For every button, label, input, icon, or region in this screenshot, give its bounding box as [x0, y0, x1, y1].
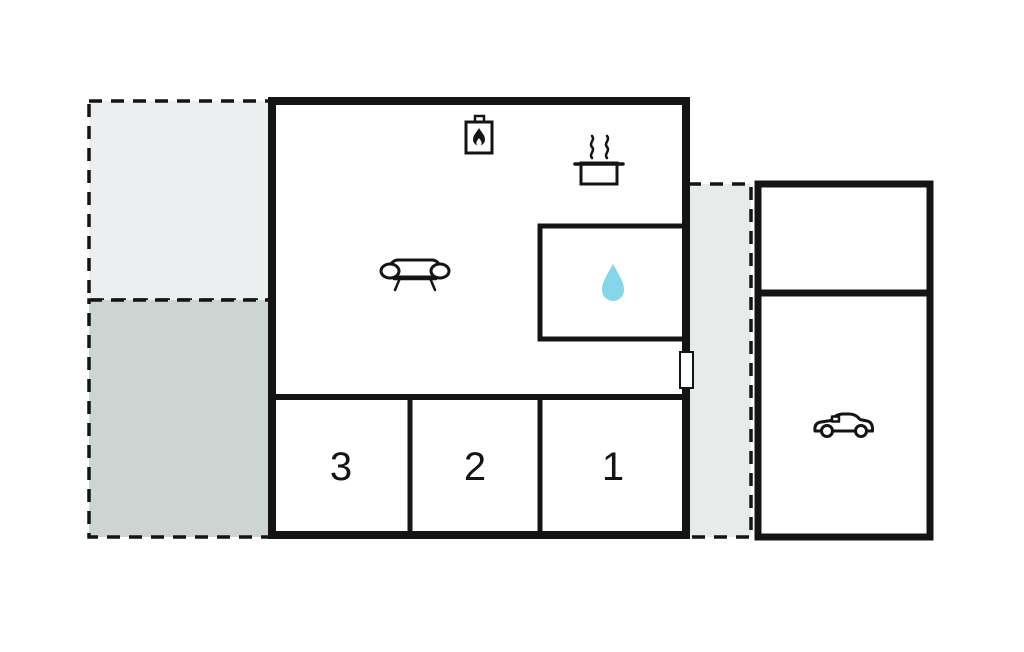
sofa-icon: [379, 258, 451, 292]
garage-outline: [754, 180, 934, 541]
side-terrace: [686, 182, 753, 539]
room-1-label: 1: [602, 445, 624, 489]
terrace-upper: [87, 99, 274, 302]
car-icon: [813, 412, 875, 438]
bathroom-walls: [537, 223, 689, 342]
terrace-lower: [87, 298, 274, 539]
room-3-label: 3: [330, 445, 352, 489]
room-2-label: 2: [464, 445, 486, 489]
door-marker: [679, 351, 694, 389]
fireplace-icon: [464, 114, 494, 155]
cooking-pot-icon: [573, 134, 625, 186]
water-drop-icon: [602, 264, 624, 301]
